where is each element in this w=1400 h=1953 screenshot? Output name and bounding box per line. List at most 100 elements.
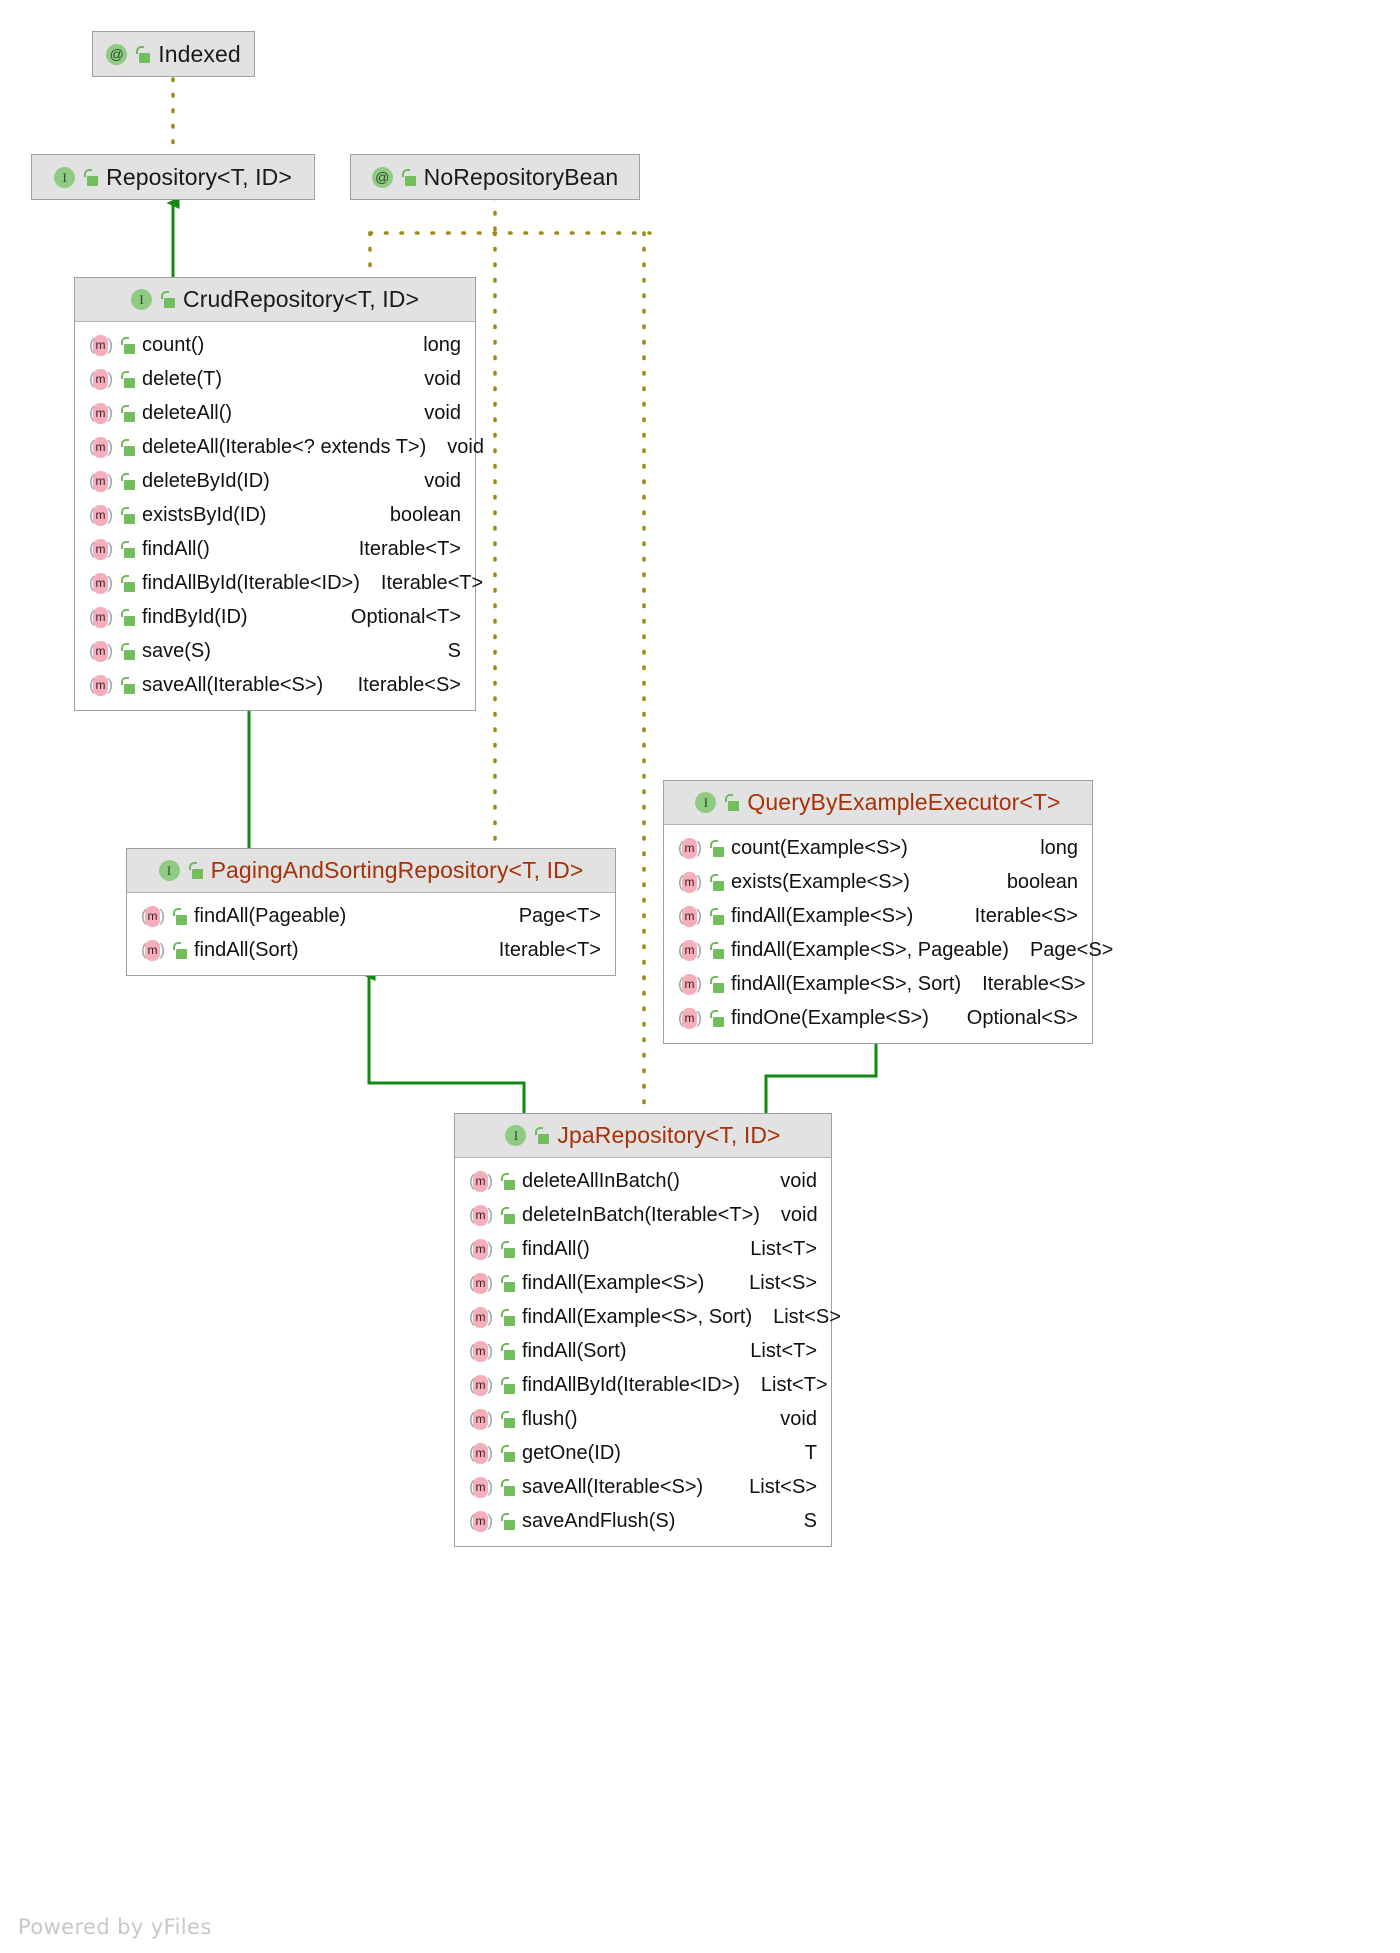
unlocked-padlock-icon [120, 676, 135, 694]
method-icon: (m) [469, 1238, 493, 1260]
member-row[interactable]: (m)exists(Example<S>)boolean [664, 865, 1092, 899]
method-icon: (m) [469, 1476, 493, 1498]
unlocked-padlock-icon [500, 1308, 515, 1326]
member-return-type: Optional<T> [350, 605, 461, 628]
member-row[interactable]: (m)findAll(Example<S>)List<S> [455, 1266, 831, 1300]
node-indexed[interactable]: @ Indexed [92, 31, 255, 77]
member-name: findAll(Example<S>) [522, 1271, 705, 1294]
member-return-type: Page<T> [518, 904, 601, 927]
member-row[interactable]: (m)save(S)S [75, 634, 475, 668]
node-crudrepository[interactable]: I CrudRepository<T, ID> (m) count() long (m… [74, 277, 484, 711]
member-name: findOne(Example<S>) [731, 1006, 929, 1029]
node-repository-header: I Repository<T, ID> [32, 155, 314, 199]
member-return-type: S [447, 639, 461, 662]
interface-icon: I [54, 166, 76, 188]
unlocked-padlock-icon [401, 168, 416, 186]
member-return-type: Iterable<T> [380, 571, 484, 594]
member-row[interactable]: (m)findById(ID)Optional<T> [75, 600, 475, 634]
node-repository[interactable]: I Repository<T, ID> [31, 154, 315, 200]
member-name: findAll(Example<S>, Pageable) [731, 938, 1009, 961]
member-row[interactable]: (m)saveAndFlush(S)S [455, 1504, 831, 1538]
node-pagingandsortingrepository-header: I PagingAndSortingRepository<T, ID> [127, 849, 615, 893]
member-row[interactable]: (m)findAll(Example<S>)Iterable<S> [664, 899, 1092, 933]
member-return-type: void [424, 401, 461, 424]
node-pagingandsortingrepository[interactable]: I PagingAndSortingRepository<T, ID> (m)f… [126, 848, 616, 976]
yfiles-watermark: Powered by yFiles [18, 1915, 212, 1939]
member-return-type: void [780, 1203, 818, 1226]
member-row[interactable]: (m)delete(T)void [75, 362, 475, 396]
node-querybyexampleexecutor-header: I QueryByExampleExecutor<T> [664, 781, 1092, 825]
method-icon: (m) [678, 973, 702, 995]
member-return-type: long [423, 333, 461, 356]
unlocked-padlock-icon [172, 907, 187, 925]
member-row[interactable]: (m)deleteById(ID)void [75, 464, 475, 498]
unlocked-padlock-icon [500, 1444, 515, 1462]
member-row[interactable]: (m)deleteAllInBatch()void [455, 1164, 831, 1198]
member-row[interactable]: (m)saveAll(Iterable<S>)List<S> [455, 1470, 831, 1504]
method-icon: (m) [89, 572, 113, 594]
method-icon: (m) [89, 402, 113, 424]
node-jparepository-header: I JpaRepository<T, ID> [455, 1114, 831, 1158]
member-row[interactable]: (m)flush()void [455, 1402, 831, 1436]
node-title: Indexed [158, 40, 241, 67]
unlocked-padlock-icon [160, 291, 175, 308]
member-return-type: List<T> [750, 1237, 817, 1260]
method-icon: (m) [89, 368, 113, 390]
member-row[interactable]: (m)deleteInBatch(Iterable<T>)void [455, 1198, 831, 1232]
member-row[interactable]: (m)deleteAll(Iterable<? extends T>)void [75, 430, 484, 464]
member-row[interactable]: (m)deleteAll()void [75, 396, 475, 430]
interface-icon: I [695, 792, 717, 813]
member-row[interactable]: (m)findAll(Pageable)Page<T> [127, 899, 615, 933]
member-name: saveAll(Iterable<S>) [142, 673, 324, 696]
node-norepositorybean[interactable]: @ NoRepositoryBean [350, 154, 640, 200]
member-row[interactable]: (m)getOne(ID)T [455, 1436, 831, 1470]
node-querybyexampleexecutor[interactable]: I QueryByExampleExecutor<T> (m)count(Exa… [663, 780, 1113, 1044]
member-row[interactable]: (m)findAll(Example<S>, Sort)Iterable<S> [664, 967, 1092, 1001]
member-row[interactable]: (m) findOne(Example<S>) Optional<S> [664, 1001, 1092, 1035]
member-return-type: Optional<S> [966, 1006, 1078, 1029]
unlocked-padlock-icon [500, 1478, 515, 1496]
member-row[interactable]: (m)findAllById(Iterable<ID>)Iterable<T> [75, 566, 483, 600]
node-crudrepository-header: I CrudRepository<T, ID> [75, 278, 475, 322]
method-icon: (m) [469, 1306, 493, 1328]
member-name: findAll(Sort) [194, 938, 299, 961]
member-row[interactable]: (m)findAll()List<T> [455, 1232, 831, 1266]
unlocked-padlock-icon [120, 404, 135, 422]
member-return-type: Iterable<S> [974, 904, 1078, 927]
member-name: count() [142, 333, 205, 356]
node-title: JpaRepository<T, ID> [557, 1122, 781, 1148]
member-row[interactable]: (m)count(Example<S>)long [664, 831, 1092, 865]
method-icon: (m) [469, 1170, 493, 1192]
member-name: deleteById(ID) [142, 469, 270, 492]
unlocked-padlock-icon [709, 873, 724, 891]
member-row[interactable]: (m)findAll(Sort)List<T> [455, 1334, 831, 1368]
member-return-type: Page<S> [1029, 938, 1114, 961]
member-row[interactable]: (m)count()long [75, 328, 475, 362]
member-row[interactable]: (m)existsById(ID)boolean [75, 498, 475, 532]
node-pagingandsortingrepository-members: (m)findAll(Pageable)Page<T>(m)findAll(So… [127, 893, 615, 975]
unlocked-padlock-icon [500, 1172, 515, 1190]
unlocked-padlock-icon [120, 370, 135, 388]
member-return-type: T [804, 1441, 817, 1464]
node-title: PagingAndSortingRepository<T, ID> [210, 857, 584, 883]
unlocked-padlock-icon [120, 642, 135, 660]
member-name: findAll(Example<S>, Sort) [522, 1305, 753, 1328]
member-return-type: void [780, 1407, 817, 1430]
member-row[interactable]: (m)findAll(Sort)Iterable<T> [127, 933, 615, 967]
member-row[interactable]: (m)saveAll(Iterable<S>)Iterable<S> [75, 668, 475, 702]
member-name: findAll(Pageable) [194, 904, 347, 927]
unlocked-padlock-icon [724, 794, 740, 811]
node-jparepository[interactable]: I JpaRepository<T, ID> (m)deleteAllInBat… [454, 1113, 841, 1547]
member-return-type: S [803, 1509, 817, 1532]
method-icon: (m) [89, 504, 113, 526]
member-row[interactable]: (m)findAllById(Iterable<ID>)List<T> [455, 1368, 831, 1402]
unlocked-padlock-icon [709, 975, 724, 993]
node-crudrepository-members: (m)count()long(m)delete(T)void(m)deleteA… [75, 322, 484, 710]
member-row[interactable]: (m)findAll(Example<S>, Pageable)Page<S> [664, 933, 1113, 967]
member-row[interactable]: (m)findAll(Example<S>, Sort)List<S> [455, 1300, 841, 1334]
member-return-type: List<T> [760, 1373, 828, 1396]
method-icon: (m) [678, 1007, 702, 1029]
member-return-type: void [780, 1169, 817, 1192]
member-row[interactable]: (m)findAll()Iterable<T> [75, 532, 475, 566]
